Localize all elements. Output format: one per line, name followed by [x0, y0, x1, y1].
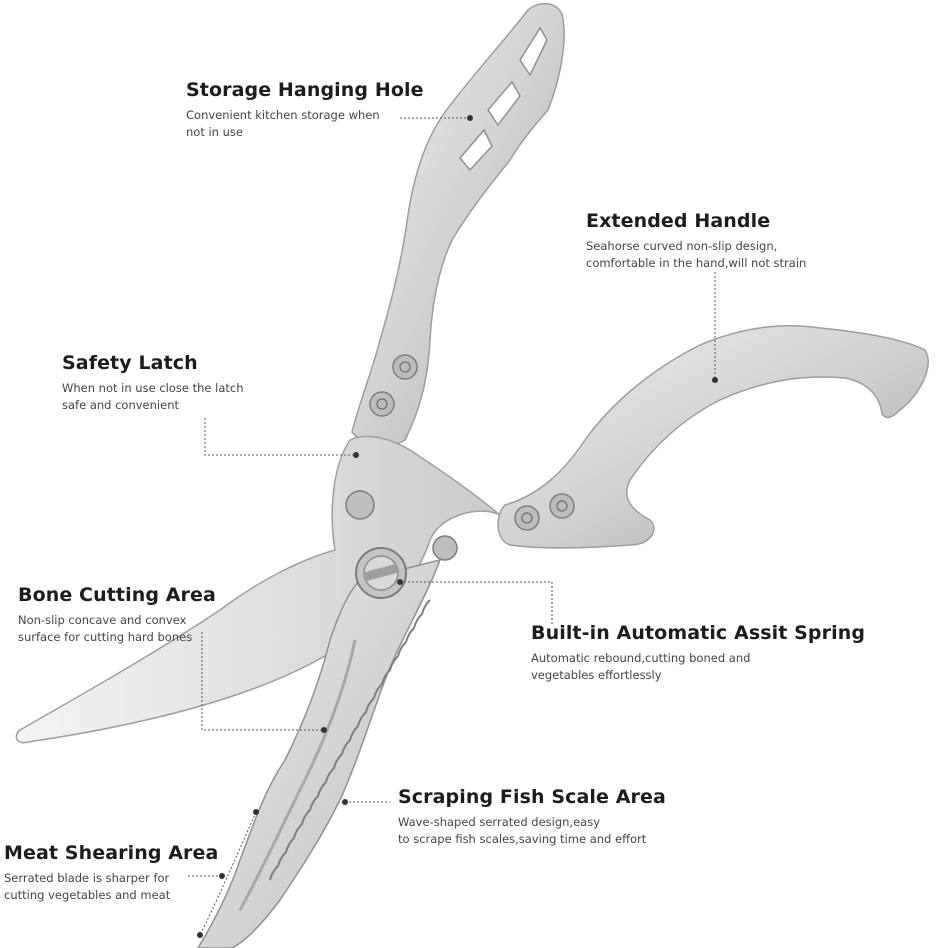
lower-blade [197, 558, 442, 948]
callout-automatic-spring: Built-in Automatic Assit Spring Automati… [531, 622, 865, 684]
hanging-hole-2 [487, 80, 521, 127]
handle-rivet [392, 354, 418, 380]
callout-storage-hanging-hole: Storage Hanging Hole Convenient kitchen … [186, 79, 424, 141]
leader-spring [400, 581, 553, 625]
handle-rivet [514, 505, 540, 531]
hanging-hole-1 [519, 26, 548, 77]
handle-rivet [549, 493, 575, 519]
callout-description: Automatic rebound,cutting boned and vege… [531, 651, 751, 682]
callout-extended-handle: Extended Handle Seahorse curved non-slip… [586, 210, 806, 272]
callout-meat-shearing-area: Meat Shearing Area Serrated blade is sha… [4, 842, 218, 904]
extended-handle [497, 324, 929, 549]
callout-title: Built-in Automatic Assit Spring [531, 622, 866, 644]
leader-dot [353, 452, 359, 458]
callout-safety-latch: Safety Latch When not in use close the l… [62, 352, 243, 414]
callout-description: Convenient kitchen storage when not in u… [186, 108, 380, 139]
leader-bone [201, 632, 324, 731]
leader-meat-edge [199, 811, 257, 936]
upper-handle [351, 2, 565, 447]
callout-title: Bone Cutting Area [18, 584, 216, 606]
callout-description: Non-slip concave and convex surface for … [18, 613, 193, 644]
callout-fish-scale-area: Scraping Fish Scale Area Wave-shaped ser… [398, 786, 666, 848]
hanging-hole-3 [459, 128, 493, 172]
leader-latch [204, 418, 356, 456]
callout-description: Serrated blade is sharper for cutting ve… [4, 871, 171, 902]
callout-title: Scraping Fish Scale Area [398, 786, 666, 808]
callout-bone-cutting-area: Bone Cutting Area Non-slip concave and c… [18, 584, 216, 646]
leader-endpoints [197, 115, 718, 938]
serrated-edge [269, 599, 431, 881]
handle-rivet [369, 391, 395, 417]
callout-title: Extended Handle [586, 210, 771, 232]
leader-lines [188, 117, 716, 936]
callout-title: Storage Hanging Hole [186, 79, 424, 101]
callout-description: When not in use close the latch safe and… [62, 381, 244, 412]
safety-latch-button [345, 490, 375, 520]
callout-description: Seahorse curved non-slip design, comfort… [586, 239, 807, 270]
callout-title: Meat Shearing Area [4, 842, 219, 864]
callout-title: Safety Latch [62, 352, 198, 374]
spring-stud [432, 535, 458, 561]
callout-description: Wave-shaped serrated design,easy to scra… [398, 815, 647, 846]
